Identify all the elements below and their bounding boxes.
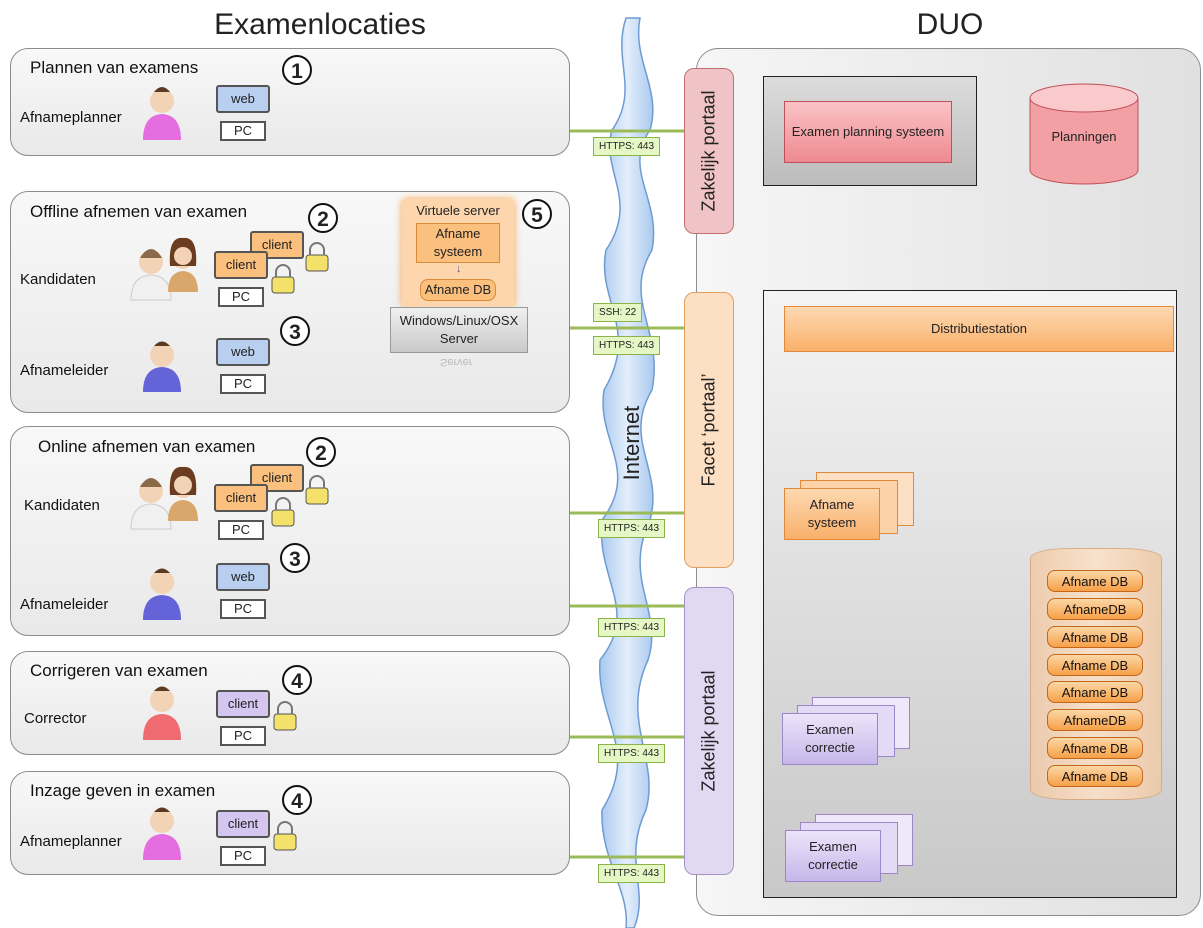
number-badge: 2	[306, 437, 336, 467]
computer-icon: web PC	[216, 85, 272, 141]
number-badge: 4	[282, 785, 312, 815]
down-arrow-icon: ↓	[456, 263, 462, 275]
lock-icon	[271, 264, 295, 294]
screen-label: client	[250, 464, 304, 492]
lock-icon	[273, 701, 297, 731]
role-label: Corrector	[24, 710, 87, 727]
protocol-badge: HTTPS: 443	[598, 864, 666, 883]
screen-label: client	[214, 484, 268, 512]
pc-label: PC	[220, 374, 266, 394]
screen-label: client	[214, 251, 268, 279]
role-label: Kandidaten	[20, 271, 96, 288]
db-cell: Afname DB	[1047, 765, 1143, 787]
pc-label: PC	[220, 846, 266, 866]
correctie-box-1: Examen correctie	[782, 713, 878, 765]
screen-label: web	[216, 563, 270, 591]
person-icon	[130, 466, 198, 530]
lock-icon	[305, 475, 329, 505]
afname-systeem-duo: Afname systeem	[784, 488, 880, 540]
title-inzage: Inzage geven in examen	[30, 781, 216, 800]
computer-icon: client PC	[216, 810, 272, 866]
title-online: Online afnemen van examen	[38, 437, 256, 456]
person-icon	[143, 87, 181, 140]
person-icon	[143, 341, 181, 392]
role-label: Afnameplanner	[20, 833, 122, 850]
protocol-badge: HTTPS: 443	[593, 336, 661, 355]
db-cell: Afname DB	[1047, 626, 1143, 648]
pc-label: PC	[220, 599, 266, 619]
protocol-badge: SSH: 22	[593, 303, 643, 322]
computer-icon: client PC	[214, 251, 270, 307]
distributiestation-box: Distributiestation	[784, 306, 1174, 352]
pc-label: PC	[220, 726, 266, 746]
portal-zakelijk-bottom: Zakelijk portaal	[684, 587, 734, 875]
number-badge: 1	[282, 55, 312, 85]
person-icon	[143, 686, 181, 740]
db-cell: Afname DB	[1047, 654, 1143, 676]
lock-icon	[271, 497, 295, 527]
number-badge: 4	[282, 665, 312, 695]
correctie-box-2: Examen correctie	[785, 830, 881, 882]
virtual-server: Virtuele server Afname systeem ↓ Afname …	[402, 199, 514, 307]
person-icon	[143, 568, 181, 620]
db-cell: AfnameDB	[1047, 598, 1143, 620]
person-icon	[130, 237, 198, 301]
role-label: Kandidaten	[24, 497, 100, 514]
protocol-badge: HTTPS: 443	[598, 519, 666, 538]
protocol-badge: HTTPS: 443	[598, 744, 666, 763]
computer-icon: client	[250, 464, 306, 520]
portal-facet: Facet ‘portaal’	[684, 292, 734, 568]
computer-icon: client	[250, 231, 306, 287]
number-badge: 5	[522, 199, 552, 229]
role-label: Afnameleider	[20, 596, 109, 613]
screen-label: client	[250, 231, 304, 259]
virtual-server-title: Virtuele server	[416, 203, 500, 218]
afname-systeem-box: Afname systeem	[416, 223, 500, 263]
computer-icon: web PC	[216, 563, 272, 619]
db-cell: Afname DB	[1047, 681, 1143, 703]
protocol-badge: HTTPS: 443	[598, 618, 666, 637]
pc-label: PC	[218, 287, 264, 307]
planning-system-box: Examen planning systeem	[784, 101, 952, 163]
computer-icon: client PC	[216, 690, 272, 746]
planningen-label: Planningen	[1051, 129, 1117, 145]
title-plannen: Plannen van examens	[30, 58, 199, 77]
computer-icon: web PC	[216, 338, 272, 394]
db-cell: AfnameDB	[1047, 709, 1143, 731]
server-box: Windows/Linux/OSX Server	[390, 307, 528, 353]
protocol-badge: HTTPS: 443	[593, 137, 661, 156]
heading-duo: DUO	[916, 8, 984, 41]
role-label: Afnameleider	[20, 362, 109, 379]
pc-label: PC	[220, 121, 266, 141]
db-cell: Afname DB	[1047, 737, 1143, 759]
screen-label: client	[216, 690, 270, 718]
number-badge: 3	[280, 316, 310, 346]
afname-db-box: Afname DB	[420, 279, 496, 301]
panel-online	[10, 426, 570, 636]
person-icon	[143, 807, 181, 860]
portal-zakelijk-top: Zakelijk portaal	[684, 68, 734, 234]
screen-label: client	[216, 810, 270, 838]
lock-icon	[305, 242, 329, 272]
computer-icon: client PC	[214, 484, 270, 540]
screen-label: web	[216, 85, 270, 113]
lock-icon	[273, 821, 297, 851]
number-badge: 2	[308, 203, 338, 233]
heading-examenlocaties: Examenlocaties	[214, 8, 426, 41]
role-label: Afnameplanner	[20, 109, 122, 126]
db-cell: Afname DB	[1047, 570, 1143, 592]
number-badge: 3	[280, 543, 310, 573]
screen-label: web	[216, 338, 270, 366]
title-offline: Offline afnemen van examen	[30, 202, 248, 221]
pc-label: PC	[218, 520, 264, 540]
title-corrigeren: Corrigeren van examen	[30, 661, 208, 680]
